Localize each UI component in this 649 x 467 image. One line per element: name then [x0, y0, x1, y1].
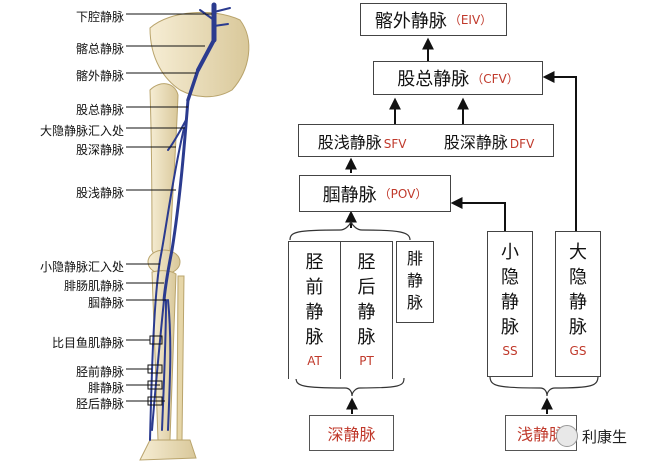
leg-label: 小隐静脉汇入处 [39, 260, 124, 274]
deep-vein-peroneal: 腓 静 脉 [396, 241, 434, 323]
pov-box: 腘静脉 （POV） [299, 175, 451, 212]
label-leaders [126, 13, 212, 406]
deep-vein-pt: 胫 后 静 脉 PT [340, 241, 393, 379]
watermark-text: 利康生 [582, 427, 628, 446]
leg-label: 股总静脉 [75, 103, 124, 117]
at-char: 静 [305, 302, 324, 323]
leg-label: 胫前静脉 [75, 365, 124, 379]
eiv-box: 髂外静脉 （EIV） [360, 3, 507, 36]
at-char: 脉 [305, 327, 324, 348]
sfv-abbr: SFV [383, 136, 407, 151]
pt-char: 静 [357, 302, 376, 323]
leg-label: 腓肠肌静脉 [63, 279, 124, 293]
brace-sup-bottom [489, 375, 599, 397]
leg-label: 股浅静脉 [75, 186, 124, 200]
sfv-name: 股浅静脉 [317, 132, 382, 152]
calf-vein-3 [167, 299, 172, 431]
deep-vein-at: 胫 前 静 脉 AT [288, 241, 341, 379]
common-iliac-vein [196, 38, 216, 72]
pt-char: 胫 [357, 252, 376, 273]
leg-illustration [139, 2, 250, 461]
external-iliac-vein [186, 68, 200, 102]
ss-char: 隐 [501, 267, 519, 288]
gsv-vein [149, 127, 185, 441]
ss-char: 脉 [501, 317, 519, 338]
arrow-gs-cfv [542, 71, 577, 232]
eiv-name: 髂外静脉 [374, 10, 447, 32]
deep-vein-category: 深静脉 [309, 415, 394, 451]
tributary-1 [199, 7, 231, 27]
leg-label: 大隐静脉汇入处 [39, 124, 124, 138]
leg-label: 比目鱼肌静脉 [51, 336, 124, 350]
calf-vein-1 [151, 299, 165, 431]
cfv-abbr: （CFV） [471, 71, 519, 86]
pt-abbr: PT [359, 354, 374, 368]
gs-char: 静 [569, 292, 587, 313]
eiv-abbr: （EIV） [448, 13, 493, 27]
cfv-box: 股总静脉 （CFV） [373, 61, 543, 95]
ss-abbr: SS [502, 344, 518, 358]
arrow-ss-pov [450, 197, 506, 232]
leg-label: 胫后静脉 [75, 397, 124, 411]
leg-label: 下腔静脉 [75, 10, 124, 24]
leg-label: 股深静脉 [75, 143, 124, 157]
leg-label: 髂外静脉 [75, 69, 124, 83]
peroneal-char: 腓 [406, 249, 423, 268]
superficial-vein-ss: 小 隐 静 脉 SS [487, 231, 533, 377]
pt-char: 后 [357, 277, 376, 298]
gs-char: 大 [569, 242, 587, 263]
at-abbr: AT [307, 354, 322, 368]
dfv-abbr: DFV [509, 136, 535, 151]
leg-label: 腓静脉 [87, 381, 124, 395]
leg-label: 髂总静脉 [75, 42, 124, 56]
ss-char: 小 [501, 242, 519, 263]
peroneal-char: 脉 [406, 293, 423, 312]
ss-char: 静 [501, 292, 519, 313]
deep-femoral-vein [167, 119, 187, 151]
watermark: 利康生 [556, 425, 627, 447]
cfv-name: 股总静脉 [397, 69, 470, 90]
dfv-name: 股深静脉 [443, 132, 508, 152]
calf-vein-2 [161, 299, 167, 431]
leg-label: 腘静脉 [87, 296, 124, 310]
foot-shape [139, 439, 197, 461]
femoral-vein [162, 98, 190, 302]
at-char: 前 [305, 277, 324, 298]
peroneal-char: 静 [406, 271, 423, 290]
superficial-vein-gs: 大 隐 静 脉 GS [555, 231, 601, 377]
pelvis-shape [149, 11, 250, 98]
watermark-logo-icon [556, 425, 578, 447]
vein-network [149, 2, 231, 441]
pt-char: 脉 [357, 327, 376, 348]
pov-abbr: （POV） [378, 187, 428, 201]
at-char: 胫 [305, 252, 324, 273]
gs-abbr: GS [569, 344, 587, 358]
gs-char: 隐 [569, 267, 587, 288]
pov-name: 腘静脉 [322, 184, 377, 206]
brace-deep-bottom [295, 377, 405, 397]
gs-char: 脉 [569, 317, 587, 338]
brace-deep-top [289, 220, 411, 241]
